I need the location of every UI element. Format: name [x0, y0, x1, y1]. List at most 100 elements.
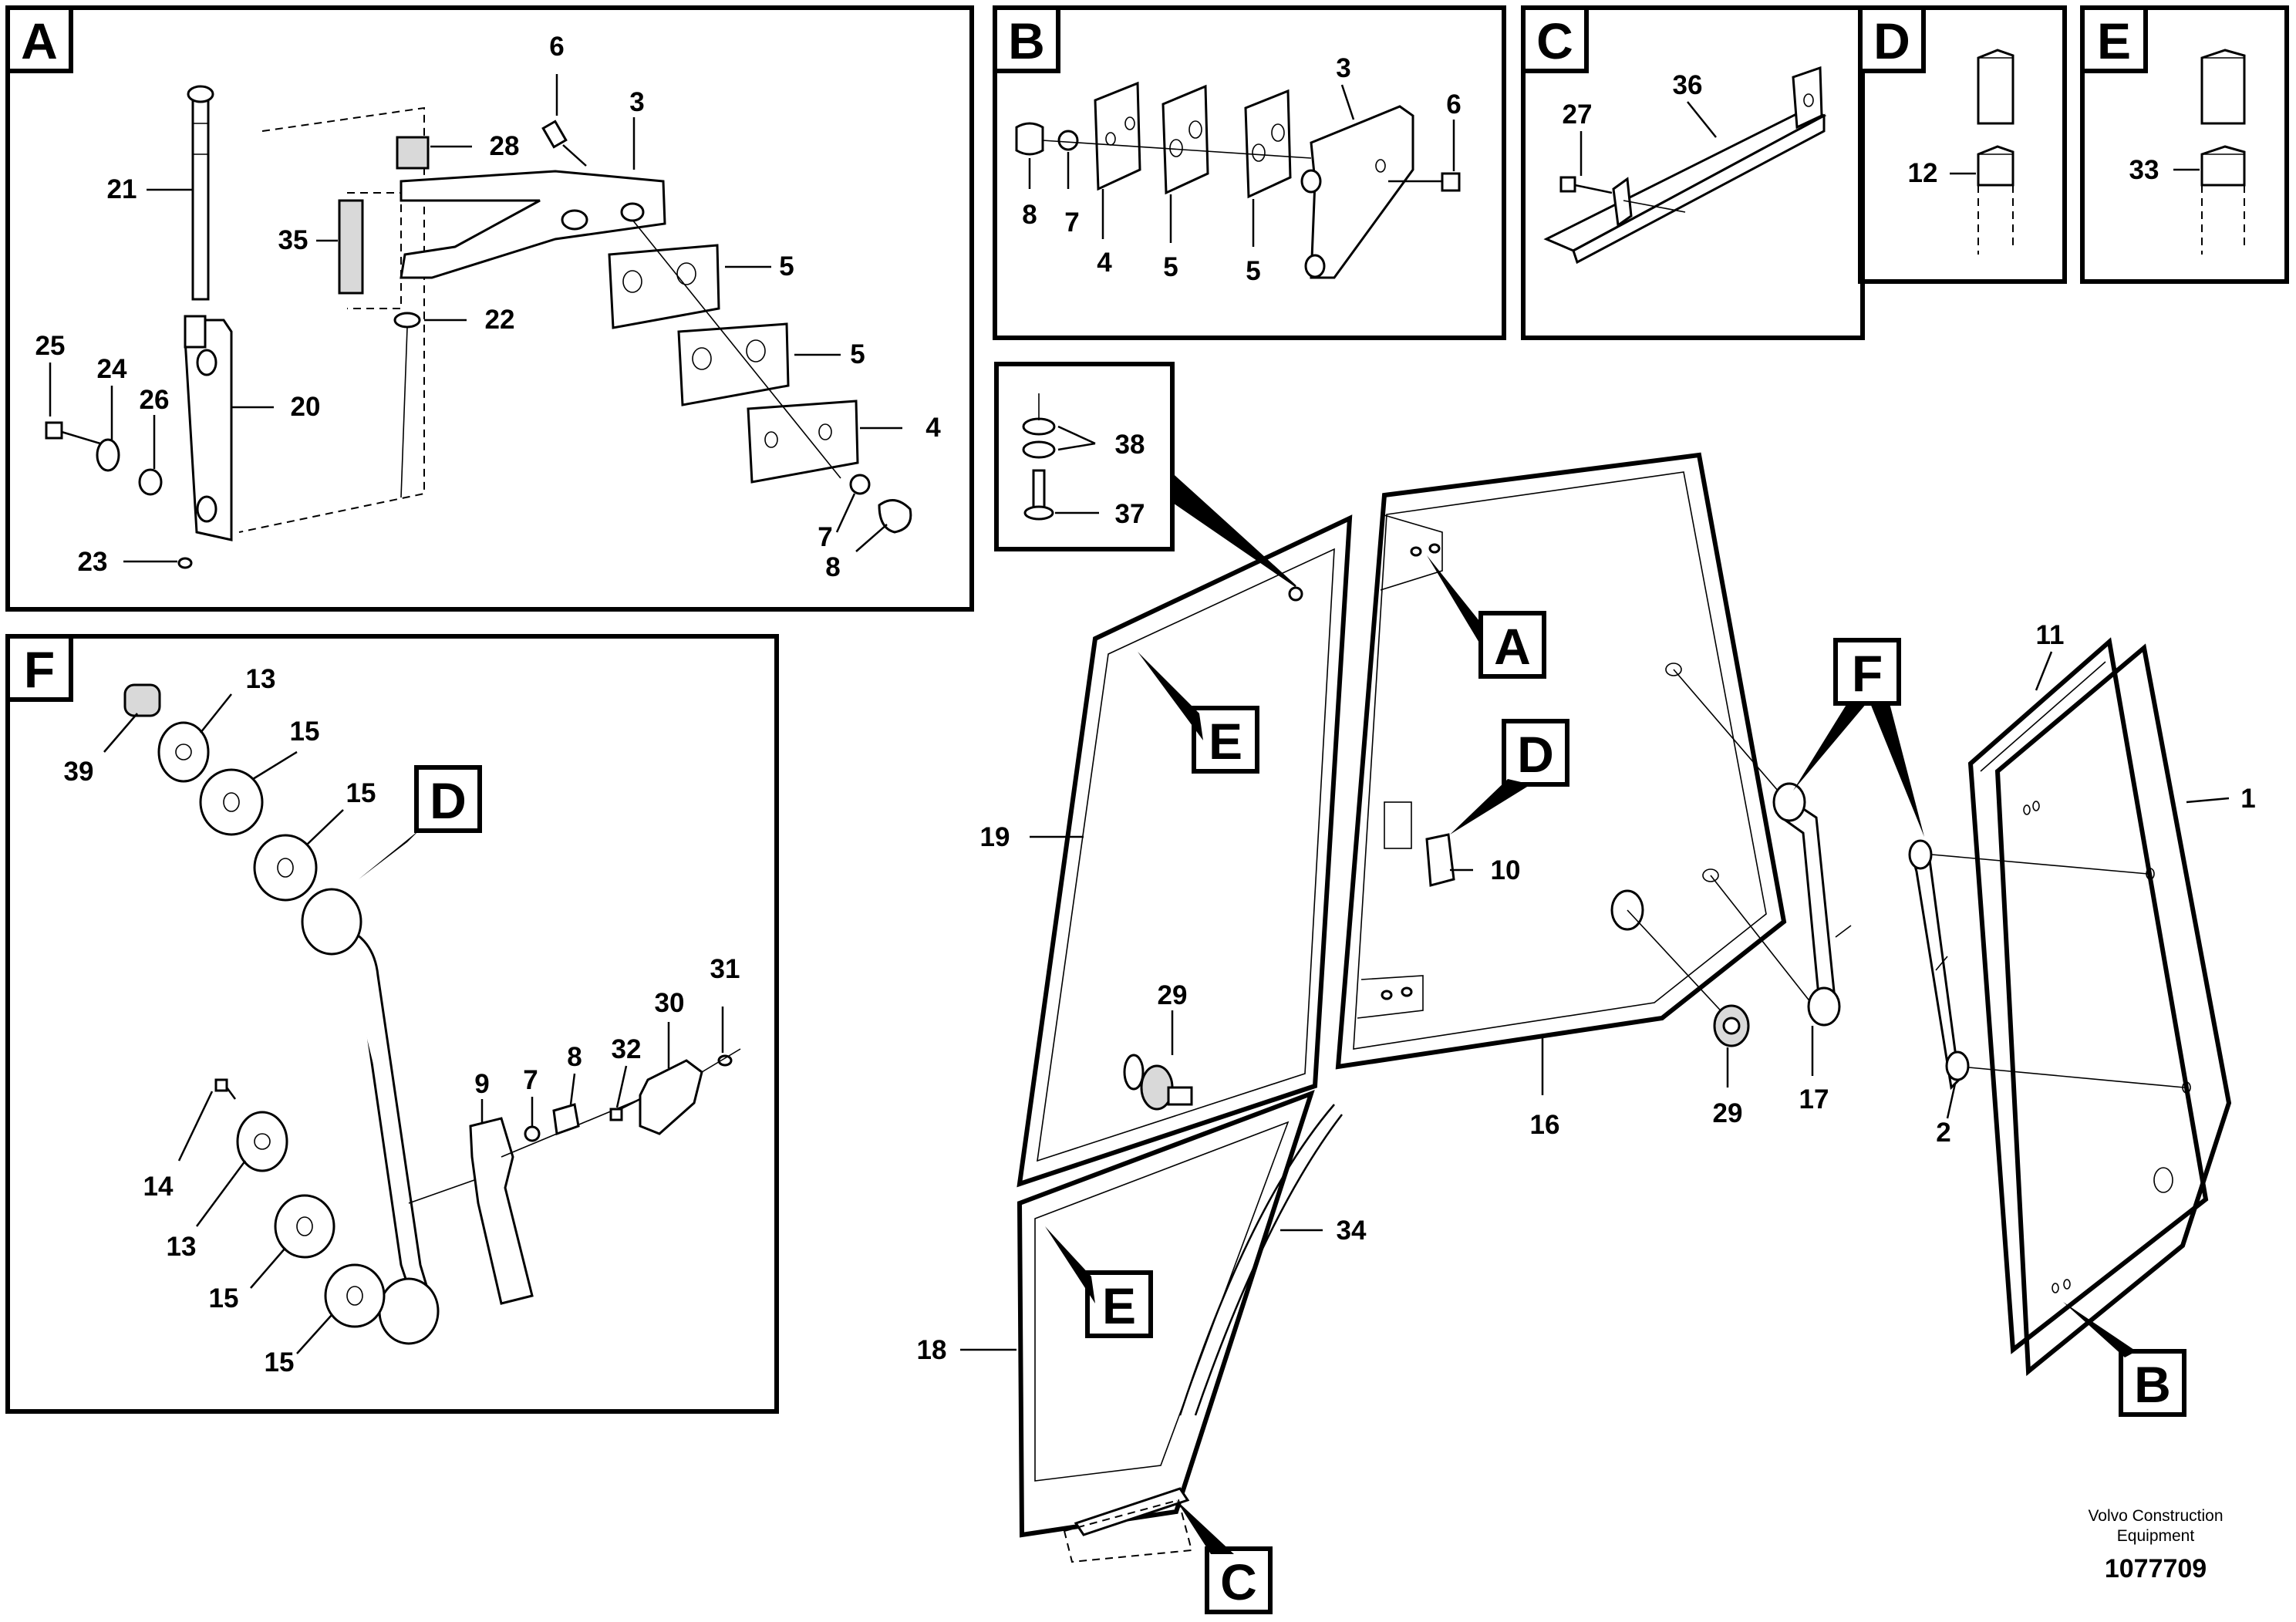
label-main-18: 18: [917, 1335, 947, 1365]
plate-b-5a-drawing: [1161, 84, 1209, 195]
bushing-drawing: [396, 136, 430, 170]
panel-a-tag: [5, 5, 73, 73]
handle-2-drawing: [1910, 847, 1961, 1091]
plate-b-4-drawing: [1094, 81, 1141, 191]
label-a-6: 6: [549, 32, 564, 62]
arm-bracket-3-drawing: [400, 170, 666, 279]
label-main-2: 2: [1936, 1118, 1950, 1148]
label-main-29-left: 29: [1158, 980, 1188, 1010]
latch-9-drawing: [469, 1117, 534, 1305]
label-f-14: 14: [143, 1172, 174, 1202]
label-a-8: 8: [825, 552, 840, 582]
brand-line-1: Volvo Construction: [2088, 1507, 2223, 1525]
label-main-1: 1: [2240, 784, 2255, 814]
rivet-37-drawing: [1023, 469, 1054, 521]
label-f-15-c: 15: [209, 1283, 239, 1313]
panel-f-letter: F: [24, 641, 55, 698]
glass-11: [1967, 637, 2209, 1354]
panel-c: C 36 27: [1521, 5, 1865, 340]
clip-23-drawing: [177, 557, 193, 569]
glass-1: [1994, 643, 2232, 1377]
seal-34-drawing: [1178, 1104, 1335, 1416]
washer-15-a-drawing: [199, 768, 264, 836]
plate-5-lower-drawing: [677, 322, 790, 406]
callout-e-upper-letter: E: [1209, 713, 1242, 770]
label-f-8: 8: [567, 1042, 582, 1072]
panel-f-callout-d-letter: D: [430, 772, 467, 829]
clip-10-drawing: [1425, 833, 1455, 887]
label-a-3: 3: [629, 87, 644, 117]
label-inset-38: 38: [1115, 430, 1145, 460]
label-f-7: 7: [523, 1065, 538, 1095]
label-a-26: 26: [140, 385, 170, 415]
nut-f-7-drawing: [524, 1125, 541, 1142]
screw-c-27-drawing: [1559, 176, 1613, 194]
label-f-15-b: 15: [346, 778, 376, 808]
label-b-5b: 5: [1246, 256, 1260, 286]
washer-38-a-drawing: [1022, 417, 1056, 436]
plate-4-drawing: [747, 400, 859, 484]
panel-c-tag: [1521, 5, 1589, 73]
label-f-13-upper: 13: [246, 664, 276, 694]
label-a-4: 4: [925, 413, 941, 443]
label-a-5-upper: 5: [779, 251, 794, 282]
callout-f-letter: F: [1852, 645, 1883, 702]
label-f-15-d: 15: [265, 1347, 295, 1378]
label-f-9: 9: [474, 1069, 489, 1099]
callout-e-lower: [1085, 1270, 1153, 1338]
block-e-top-drawing: [2200, 49, 2246, 125]
panel-d-letter: D: [1873, 12, 1910, 69]
panel-d-tag: [1858, 5, 1926, 73]
panel-e-frame: [2080, 5, 2289, 284]
panel-f: F: [5, 634, 779, 1414]
block-d-top-drawing: [1977, 49, 2014, 125]
panel-f-tag: [5, 634, 73, 702]
label-a-5-lower: 5: [850, 339, 865, 369]
washer-15-b-drawing: [253, 834, 318, 902]
callout-e-upper: [1192, 706, 1259, 774]
label-main-29-right: 29: [1713, 1098, 1743, 1128]
label-a-25: 25: [35, 331, 66, 361]
brand-line-2: Equipment: [2117, 1527, 2195, 1545]
panel-c-letter: C: [1536, 12, 1573, 69]
callout-f: [1833, 638, 1901, 706]
washer-15-c-drawing: [274, 1194, 335, 1259]
door-panel-16: [1335, 452, 1787, 1070]
label-e-33: 33: [2129, 155, 2159, 185]
panel-b-tag: [993, 5, 1060, 73]
screw-14-drawing: [214, 1078, 237, 1100]
washer-26-drawing: [138, 468, 163, 496]
nut-b-7-drawing: [1057, 130, 1079, 151]
label-d-12: 12: [1908, 158, 1938, 188]
callout-b-letter: B: [2134, 1356, 2171, 1413]
panel-a-frame: [5, 5, 974, 612]
callout-d-letter: D: [1517, 726, 1554, 783]
washer-38-b-drawing: [1022, 440, 1056, 459]
clip-31-drawing: [717, 1054, 733, 1067]
label-main-16: 16: [1530, 1110, 1560, 1140]
hinge-pin-drawing: [187, 85, 214, 301]
label-a-7: 7: [818, 522, 832, 552]
washer-22-drawing: [393, 312, 421, 329]
washer-24-drawing: [96, 438, 120, 472]
label-b-8: 8: [1022, 200, 1037, 230]
screw-25-drawing: [45, 421, 101, 445]
panel-d: D 12: [1858, 5, 2067, 284]
callout-b: [2119, 1349, 2186, 1417]
inset-frame: [994, 362, 1175, 551]
label-main-11: 11: [2036, 620, 2065, 650]
nut-7-drawing: [849, 474, 871, 495]
label-f-31: 31: [710, 954, 740, 984]
knob-29-left-drawing: [1123, 1054, 1193, 1111]
label-f-15-a: 15: [290, 717, 320, 747]
panel-f-callout-d: [414, 765, 482, 833]
label-a-28: 28: [490, 131, 520, 161]
label-b-4: 4: [1097, 248, 1112, 278]
callout-a-letter: A: [1494, 618, 1531, 675]
panel-b-letter: B: [1008, 12, 1045, 69]
panel-b-frame: [993, 5, 1506, 340]
label-f-30: 30: [655, 988, 685, 1018]
callout-c: [1205, 1546, 1273, 1614]
panel-f-frame: [5, 634, 779, 1414]
label-a-24: 24: [97, 354, 127, 384]
